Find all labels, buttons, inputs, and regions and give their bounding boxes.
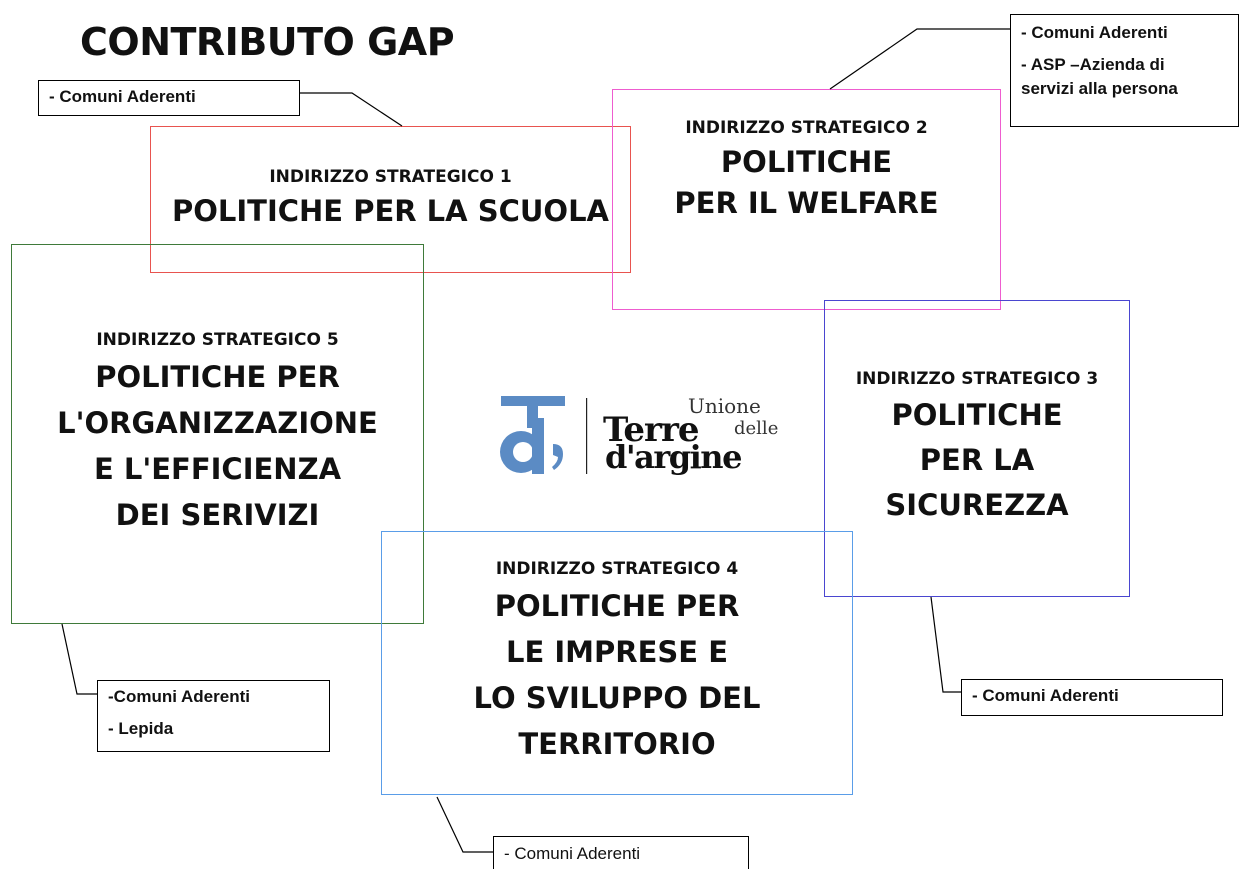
box-1-line: POLITICHE PER LA SCUOLA (171, 194, 609, 228)
logo-dargine: d'argine (605, 438, 742, 476)
connector-3 (930, 596, 961, 693)
box-5-line: POLITICHE PER (95, 360, 340, 394)
box-strategic-3: INDIRIZZO STRATEGICO 3 POLITICHE PER LA … (824, 300, 1130, 597)
box-2-line: POLITICHE (720, 145, 893, 179)
box-strategic-1: INDIRIZZO STRATEGICO 1 POLITICHE PER LA … (150, 126, 631, 273)
box-5-line: E L'EFFICIENZA (93, 452, 342, 486)
box-5-subtitle: INDIRIZZO STRATEGICO 5 (96, 330, 339, 350)
connector-4 (436, 796, 493, 853)
tag-5-line: - Lepida (108, 719, 174, 738)
tag-2-line: - ASP –Azienda di (1021, 55, 1165, 74)
tag-box-3: - Comuni Aderenti (961, 679, 1223, 716)
logo-unione: Unione (688, 394, 761, 418)
tag-2-line: servizi alla persona (1021, 79, 1178, 98)
box-4-line: LO SVILUPPO DEL (473, 681, 761, 715)
box-5-title: POLITICHE PER L'ORGANIZZAZIONE E L'EFFIC… (57, 354, 378, 538)
box-3-line: PER LA (919, 443, 1035, 477)
box-4-line: TERRITORIO (518, 727, 716, 761)
box-strategic-2: INDIRIZZO STRATEGICO 2 POLITICHE PER IL … (612, 89, 1001, 310)
connector-2 (829, 28, 1010, 90)
connector-1 (300, 92, 403, 127)
tag-box-2: - Comuni Aderenti - ASP –Azienda di serv… (1010, 14, 1239, 127)
box-4-title: POLITICHE PER LE IMPRESE E LO SVILUPPO D… (474, 583, 761, 767)
box-4-line: LE IMPRESE E (505, 635, 729, 669)
box-strategic-5: INDIRIZZO STRATEGICO 5 POLITICHE PER L'O… (11, 244, 424, 624)
box-1-subtitle: INDIRIZZO STRATEGICO 1 (269, 167, 512, 187)
tag-4-line: - Comuni Aderenti (504, 844, 641, 863)
tag-box-4: - Comuni Aderenti (493, 836, 749, 869)
logo-mark-icon (500, 396, 588, 474)
connector-5 (61, 623, 97, 695)
logo-delle: delle (734, 418, 779, 439)
box-2-subtitle: INDIRIZZO STRATEGICO 2 (685, 118, 928, 138)
box-strategic-4: INDIRIZZO STRATEGICO 4 POLITICHE PER LE … (381, 531, 853, 795)
box-5-line: DEI SERIVIZI (115, 498, 320, 532)
tag-box-5: -Comuni Aderenti - Lepida (97, 680, 330, 752)
box-3-title: POLITICHE PER LA SICUREZZA (885, 393, 1068, 528)
tag-3-line: - Comuni Aderenti (972, 686, 1119, 705)
logo-terre: Terre (603, 410, 699, 450)
box-4-subtitle: INDIRIZZO STRATEGICO 4 (495, 559, 739, 579)
box-3-subtitle: INDIRIZZO STRATEGICO 3 (855, 369, 1099, 389)
box-3-line: POLITICHE (891, 398, 1063, 432)
page-title: CONTRIBUTO GAP (80, 20, 455, 64)
box-4-line: POLITICHE PER (494, 589, 740, 623)
unione-terre-dargine-logo: Unione delle Terre d'argine (495, 390, 785, 480)
box-2-line: PER IL WELFARE (674, 186, 939, 220)
tag-box-1: - Comuni Aderenti (38, 80, 300, 116)
box-3-line: SICUREZZA (885, 488, 1069, 522)
tag-5-line: -Comuni Aderenti (108, 687, 250, 706)
tag-2-line: - Comuni Aderenti (1021, 23, 1168, 42)
tag-1-line: - Comuni Aderenti (49, 87, 196, 106)
box-2-title: POLITICHE PER IL WELFARE (674, 142, 938, 224)
box-1-title: POLITICHE PER LA SCUOLA (172, 191, 609, 232)
box-5-line: L'ORGANIZZAZIONE (57, 406, 378, 440)
